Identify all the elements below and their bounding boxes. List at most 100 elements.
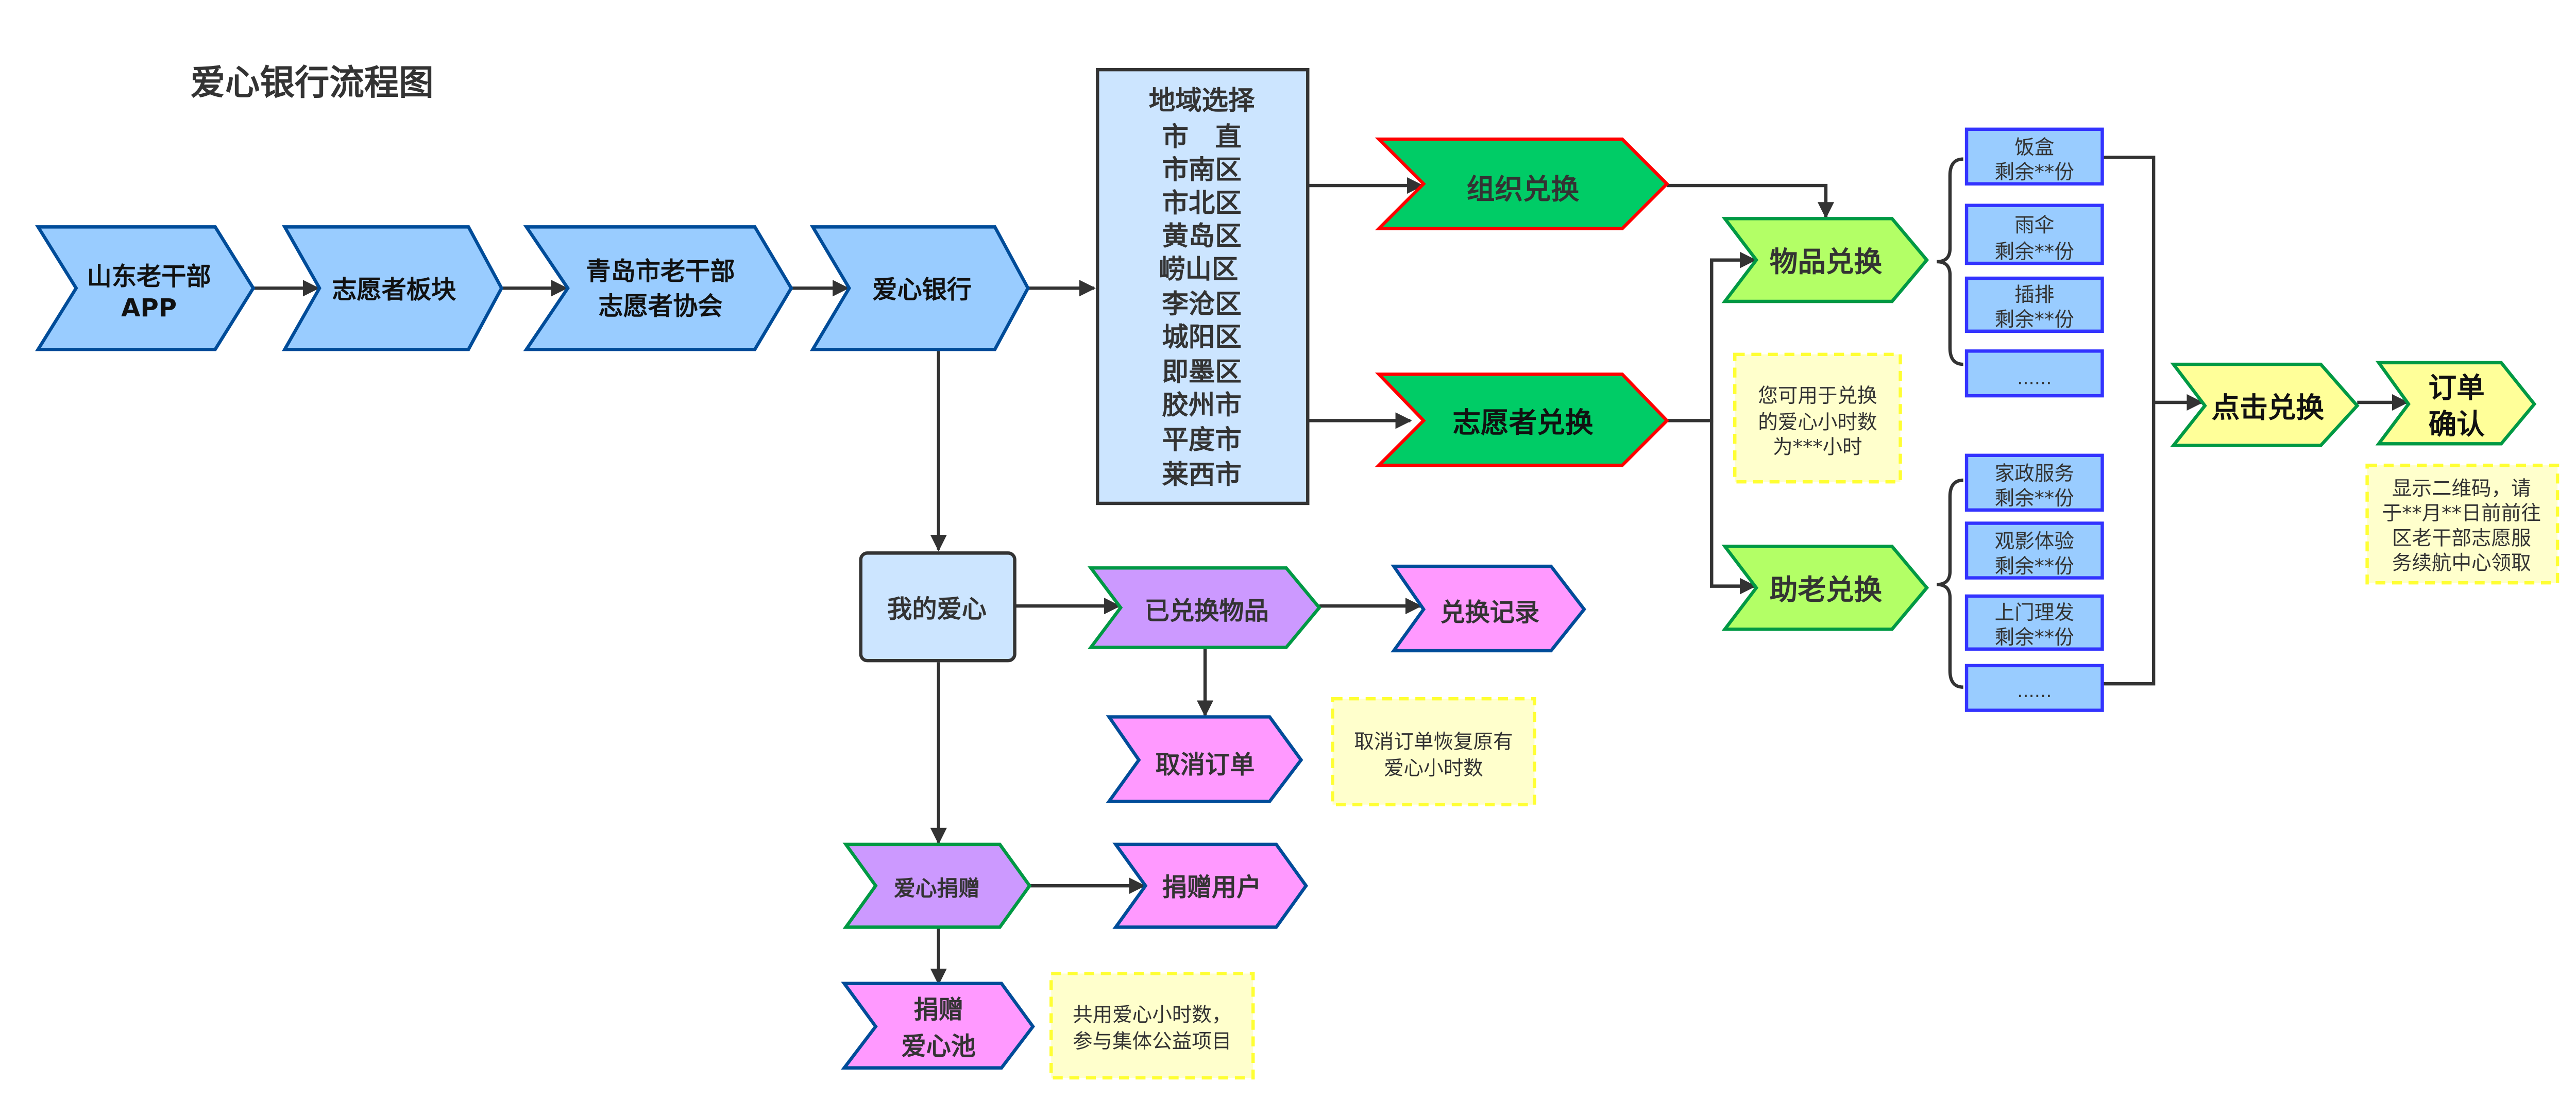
elder-item[interactable]: 家政服务 剩余**份 — [1964, 453, 2104, 512]
region-item[interactable]: 即墨区 — [1162, 357, 1242, 387]
exchanged-goods-label: 已兑换物品 — [1145, 597, 1269, 625]
goods-item-stock: 剩余**份 — [1995, 308, 2074, 331]
goods-item-name: 饭盒 — [2014, 136, 2054, 159]
goods-exchange-label: 物品兑换 — [1770, 245, 1883, 278]
note-qrcode-line: 显示二维码，请 — [2392, 477, 2531, 500]
order-confirm-node[interactable]: 订单 确认 — [2375, 361, 2537, 446]
goods-item-more[interactable]: ...... — [1964, 349, 2104, 398]
elder-item-name: 观影体验 — [1995, 530, 2074, 553]
note-hours-line: 为***小时 — [1773, 436, 1862, 459]
goods-item[interactable]: 饭盒 剩余**份 — [1964, 127, 2104, 186]
edge-volunteer-to-goods — [1667, 251, 1757, 422]
node-love-bank-label: 爱心银行 — [872, 276, 972, 305]
note-cancel: 取消订单恢复原有 爱心小时数 — [1331, 697, 1536, 806]
edge-org-to-goods — [1667, 183, 1835, 219]
region-item[interactable]: 市南区 — [1162, 155, 1242, 185]
region-item[interactable]: 城阳区 — [1162, 322, 1242, 353]
region-panel: 地域选择 市 直 市南区 市北区 黄岛区 崂山区 李沧区 城阳区 即墨区 胶州市… — [1096, 67, 1310, 505]
region-item[interactable]: 市 直 — [1162, 122, 1242, 153]
region-item[interactable]: 胶州市 — [1162, 390, 1242, 420]
note-hours: 您可用于兑换 的爱心小时数 为***小时 — [1733, 352, 1902, 484]
my-love-label: 我的爱心 — [887, 595, 987, 624]
node-association-line2: 志愿者协会 — [599, 292, 723, 321]
node-goods-exchange[interactable]: 物品兑换 — [1721, 217, 1929, 303]
love-donation-node[interactable]: 爱心捐赠 — [842, 842, 1032, 929]
elder-item-ellipsis: ...... — [2017, 681, 2052, 702]
cancel-order-node[interactable]: 取消订单 — [1106, 715, 1303, 803]
node-org-exchange[interactable]: 组织兑换 — [1375, 137, 1670, 230]
elder-item-stock: 剩余**份 — [1995, 487, 2074, 510]
note-qrcode-line: 区老干部志愿服 — [2392, 527, 2531, 550]
diagram-title: 爱心银行流程图 — [190, 62, 433, 103]
elder-brace — [1937, 478, 1963, 689]
click-exchange-label: 点击兑换 — [2212, 391, 2325, 424]
donate-pool-node[interactable]: 捐赠 爱心池 — [841, 982, 1035, 1070]
node-app[interactable]: 山东老干部 APP — [35, 225, 256, 351]
goods-items: 饭盒 剩余**份 雨伞 剩余**份 插排 剩余**份 ...... — [1964, 127, 2104, 398]
node-volunteer-section-label: 志愿者板块 — [332, 276, 456, 305]
edge-volunteer-to-elder — [1710, 420, 1757, 595]
elder-exchange-label: 助老兑换 — [1770, 573, 1883, 606]
node-association-line1: 青岛市老干部 — [586, 257, 735, 286]
goods-item-stock: 剩余**份 — [1995, 240, 2074, 263]
region-item[interactable]: 崂山区 — [1159, 254, 1238, 285]
region-item[interactable]: 黄岛区 — [1162, 221, 1242, 252]
items-collector — [2102, 156, 2156, 686]
elder-item-stock: 剩余**份 — [1995, 555, 2074, 578]
love-donation-label: 爱心捐赠 — [894, 875, 980, 901]
cancel-order-label: 取消订单 — [1156, 751, 1255, 780]
node-volunteer-exchange[interactable]: 志愿者兑换 — [1375, 373, 1670, 467]
donate-user-node[interactable]: 捐赠用户 — [1112, 842, 1309, 929]
node-association[interactable]: 青岛市老干部 志愿者协会 — [523, 225, 793, 351]
region-item[interactable]: 李沧区 — [1162, 289, 1242, 319]
exchange-records-label: 兑换记录 — [1440, 598, 1539, 627]
goods-item[interactable]: 插排 剩余**份 — [1964, 276, 2104, 333]
elder-items: 家政服务 剩余**份 观影体验 剩余**份 上门理发 剩余**份 ...... — [1964, 453, 2104, 712]
note-qrcode: 显示二维码，请 于**月**日前前往 区老干部志愿服 务续航中心领取 — [2365, 463, 2560, 585]
note-cancel-line: 爱心小时数 — [1384, 757, 1483, 780]
donate-pool-line2: 爱心池 — [901, 1032, 976, 1061]
node-app-line2: APP — [121, 294, 177, 323]
org-exchange-label: 组织兑换 — [1467, 173, 1580, 206]
elder-item-name: 家政服务 — [1995, 462, 2074, 485]
goods-brace — [1937, 157, 1963, 366]
exchange-records-node[interactable]: 兑换记录 — [1391, 564, 1586, 653]
note-pool-line: 参与集体公益项目 — [1073, 1030, 1231, 1053]
note-qrcode-line: 于**月**日前前往 — [2382, 502, 2541, 525]
note-qrcode-line: 务续航中心领取 — [2392, 551, 2531, 574]
edges — [253, 156, 2409, 985]
goods-item-ellipsis: ...... — [2017, 368, 2052, 389]
goods-item-stock: 剩余**份 — [1995, 161, 2074, 184]
exchanged-goods-node[interactable]: 已兑换物品 — [1087, 566, 1321, 649]
region-panel-box — [1096, 67, 1310, 505]
region-item[interactable]: 莱西市 — [1162, 459, 1242, 490]
order-confirm-line1: 订单 — [2428, 371, 2484, 404]
elder-item[interactable]: 观影体验 剩余**份 — [1964, 521, 2104, 580]
note-pool-line: 共用爱心小时数， — [1073, 1004, 1231, 1027]
note-pool: 共用爱心小时数， 参与集体公益项目 — [1049, 972, 1255, 1080]
elder-item-more[interactable]: ...... — [1964, 664, 2104, 712]
elder-item-name: 上门理发 — [1995, 601, 2074, 624]
note-hours-line: 您可用于兑换 — [1758, 384, 1877, 408]
region-item[interactable]: 市北区 — [1162, 188, 1242, 218]
volunteer-exchange-label: 志愿者兑换 — [1452, 406, 1593, 439]
elder-item[interactable]: 上门理发 剩余**份 — [1964, 594, 2104, 651]
goods-item-name: 插排 — [2014, 283, 2054, 307]
node-elder-exchange[interactable]: 助老兑换 — [1721, 545, 1929, 631]
click-exchange-button[interactable]: 点击兑换 — [2170, 362, 2360, 447]
my-love-node[interactable]: 我的爱心 — [859, 551, 1016, 663]
node-volunteer-section[interactable]: 志愿者板块 — [282, 225, 504, 351]
donate-pool-line1: 捐赠 — [914, 995, 963, 1024]
main-chain: 山东老干部 APP 志愿者板块 青岛市老干部 志愿者协会 爱心银行 — [35, 225, 1030, 351]
goods-item[interactable]: 雨伞 剩余**份 — [1964, 204, 2104, 265]
region-heading: 地域选择 — [1149, 85, 1255, 116]
donate-user-label: 捐赠用户 — [1162, 873, 1262, 902]
note-hours-line: 的爱心小时数 — [1758, 411, 1877, 434]
note-cancel-line: 取消订单恢复原有 — [1354, 730, 1513, 753]
region-item[interactable]: 平度市 — [1162, 425, 1242, 455]
node-love-bank[interactable]: 爱心银行 — [809, 225, 1030, 351]
node-app-line1: 山东老干部 — [87, 262, 211, 291]
goods-item-name: 雨伞 — [2014, 214, 2054, 237]
elder-item-stock: 剩余**份 — [1995, 626, 2074, 649]
